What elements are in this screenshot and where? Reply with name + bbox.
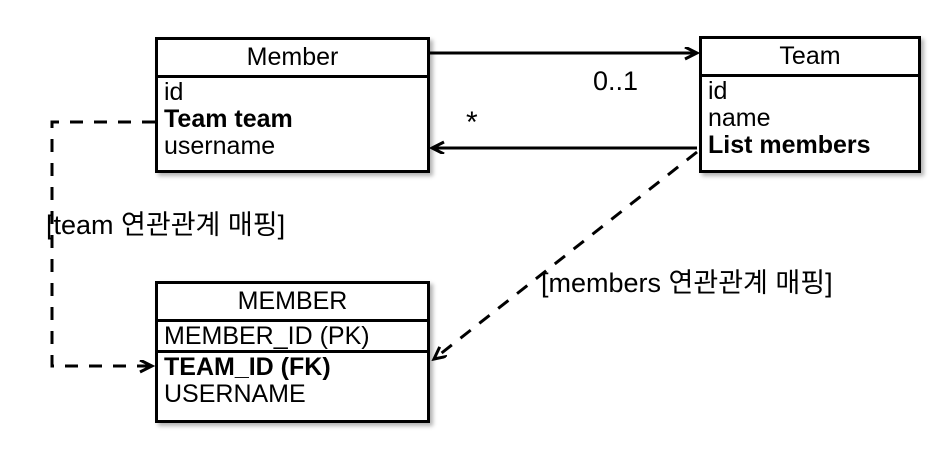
class-box-member-attr-username: username <box>164 131 276 160</box>
table-box-member: MEMBER MEMBER_ID (PK) TEAM_ID (FK) USERN… <box>155 281 430 423</box>
table-box-member-col-team-id: TEAM_ID (FK) <box>164 352 331 381</box>
table-box-member-title: MEMBER <box>158 284 427 322</box>
class-box-member-attributes: id Team team username <box>158 78 427 161</box>
class-box-team: Team id name List members <box>699 36 921 173</box>
table-box-member-col-member-id: MEMBER_ID (PK) <box>164 322 370 350</box>
class-box-team-title: Team <box>702 39 918 77</box>
mapping-team-to-fk-line <box>50 120 155 366</box>
class-box-team-attributes: id name List members <box>702 77 918 160</box>
class-box-member-title: Member <box>158 40 427 78</box>
class-box-member-attr-id: id <box>164 78 184 106</box>
table-box-member-pk-section: MEMBER_ID (PK) <box>158 322 427 350</box>
table-box-member-divider <box>158 349 427 353</box>
multiplicity-label-member-to-team: 0..1 <box>593 66 639 96</box>
mapping-members-to-fk <box>434 150 698 359</box>
multiplicity-label-team-to-member: * <box>466 106 478 139</box>
class-box-team-attr-name: name <box>708 103 771 132</box>
table-box-member-cols-section: TEAM_ID (FK) USERNAME <box>158 353 427 410</box>
class-box-member-attr-team: Team team <box>164 104 293 133</box>
class-box-member: Member id Team team username <box>155 37 430 173</box>
annotation-team-mapping: [team 연관관계 매핑] <box>46 210 286 240</box>
class-box-team-attr-id: id <box>708 77 728 105</box>
mapping-team-to-fk <box>50 120 155 366</box>
class-box-team-attr-members: List members <box>708 130 871 159</box>
annotation-members-mapping: [members 연관관계 매핑] <box>541 268 833 298</box>
table-box-member-col-username: USERNAME <box>164 379 306 408</box>
mapping-members-to-fk-line <box>434 150 698 359</box>
